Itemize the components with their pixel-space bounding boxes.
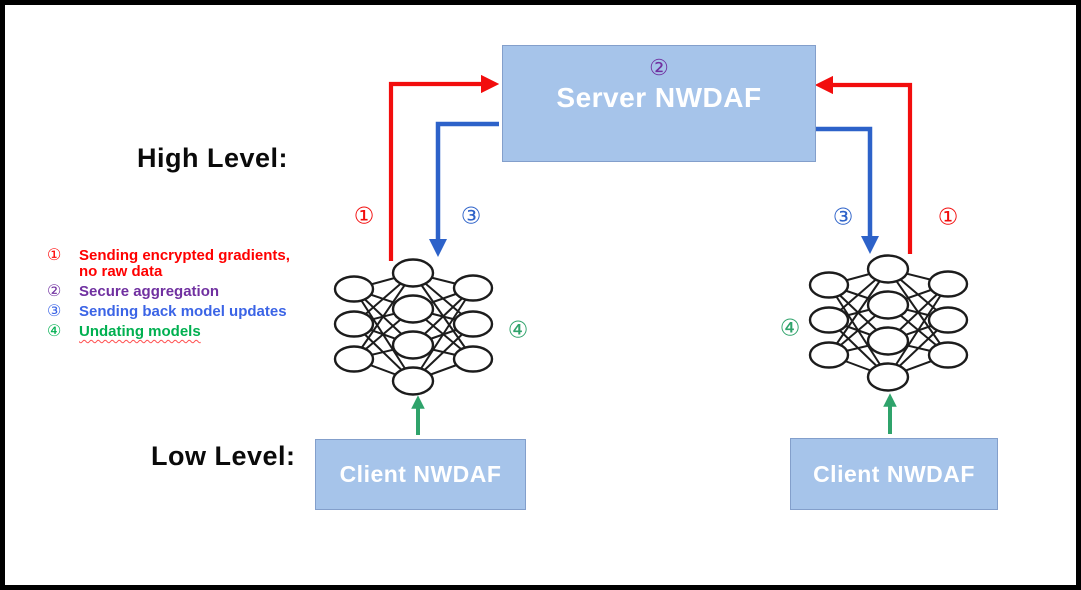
step-1-badge-left: ① (353, 202, 375, 229)
arrow-gradients-right (814, 75, 913, 254)
step-2-badge: ② (649, 55, 669, 80)
step-1-badge-right: ① (937, 203, 959, 230)
legend-text-3: Sending back model updates (79, 303, 287, 320)
legend-text-1: Sending encrypted gradients,no raw data (79, 247, 290, 280)
client-nwdaf-box-left: Client NWDAF (315, 439, 526, 510)
high-level-label: High Level: (137, 143, 289, 173)
neural-network-right (808, 254, 969, 392)
client-nwdaf-label-left: Client NWDAF (339, 461, 502, 487)
client-nwdaf-label-right: Client NWDAF (813, 460, 975, 487)
legend-item-1: ① Sending encrypted gradients,no raw dat… (47, 248, 317, 280)
legend-num-4: ④ (47, 323, 62, 340)
step-4-badge-right: ④ (779, 314, 801, 341)
step-4-badge-left: ④ (507, 316, 529, 343)
client-nwdaf-box-right: Client NWDAF (790, 438, 998, 510)
low-level-label: Low Level: (151, 441, 296, 471)
legend: ① Sending encrypted gradients,no raw dat… (47, 248, 317, 344)
legend-num-1: ① (47, 247, 62, 264)
arrow-model-updates-right (813, 126, 879, 254)
step-3-badge-right: ③ (832, 203, 854, 230)
legend-text-4: Undating models (79, 323, 201, 340)
arrow-gradients-left (388, 74, 500, 261)
legend-num-2: ② (47, 283, 62, 300)
diagram-graphics-layer (333, 74, 969, 435)
legend-num-3: ③ (47, 303, 62, 320)
arrow-model-updates-left (429, 121, 499, 257)
legend-item-3: ③ Sending back model updates (47, 304, 317, 320)
server-nwdaf-label: Server NWDAF (556, 82, 762, 114)
neural-network-left (333, 258, 494, 396)
step-3-badge-left: ③ (460, 202, 482, 229)
server-nwdaf-box: ② Server NWDAF (502, 45, 816, 162)
legend-item-2: ② Secure aggregation (47, 284, 317, 300)
legend-item-4: ④ Undating models (47, 324, 317, 340)
legend-text-2: Secure aggregation (79, 283, 220, 300)
